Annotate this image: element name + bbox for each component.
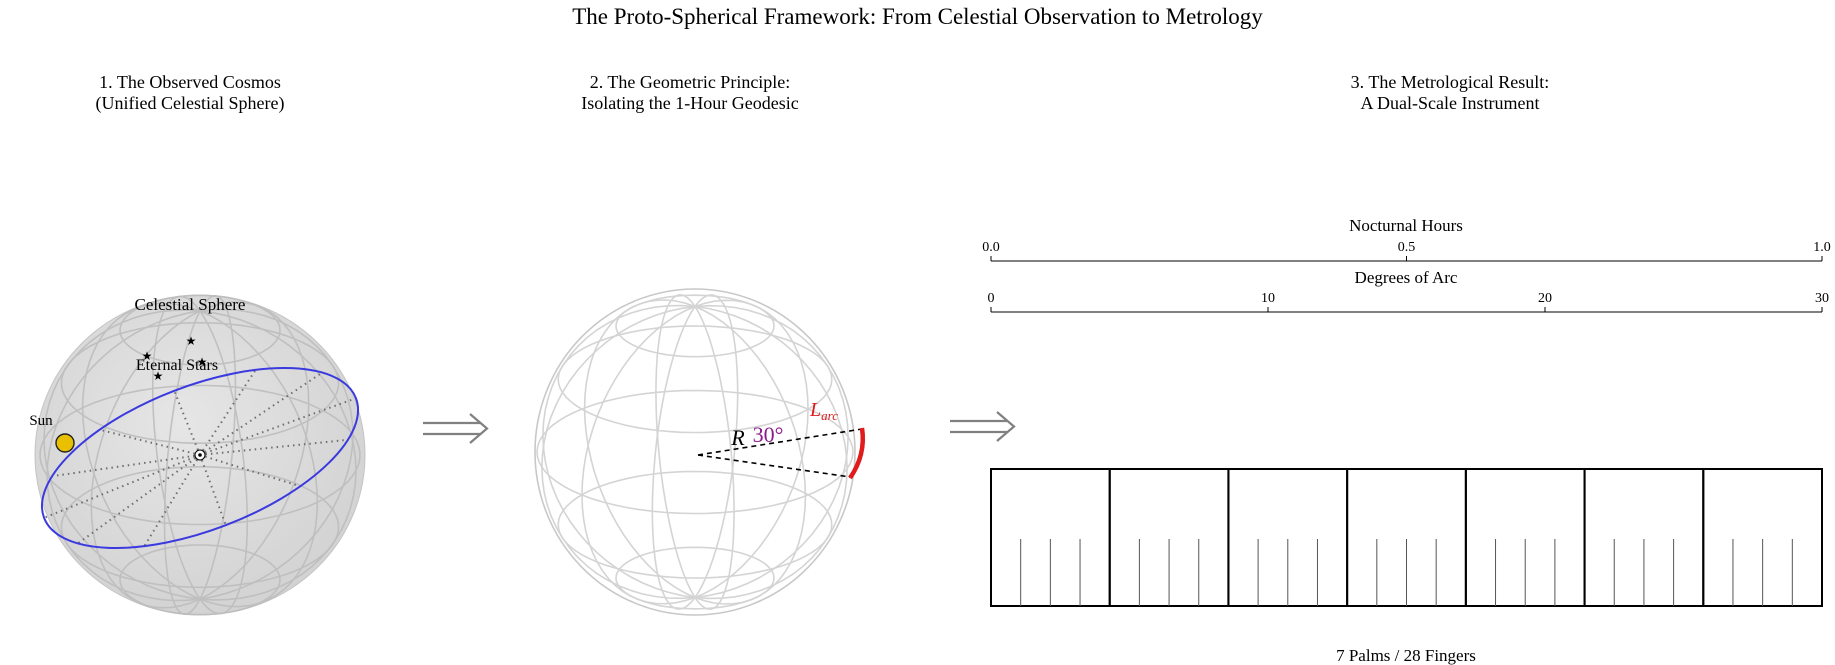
- hours-tick-label: 1.0: [1813, 240, 1831, 255]
- ruler-label: 7 Palms / 28 Fingers: [1336, 646, 1476, 665]
- celestial-sphere-grid: [39, 294, 361, 616]
- angle-label: 30°: [753, 422, 784, 447]
- degrees-of-arc-scale: Degrees of Arc 0 10 20 30: [988, 268, 1829, 313]
- arc-length-label-main: L: [809, 399, 821, 421]
- hours-tick-label: 0.5: [1398, 240, 1416, 255]
- degrees-tick-label: 20: [1538, 291, 1552, 306]
- panel-1-title: 1. The Observed Cosmos (Unified Celestia…: [40, 72, 340, 114]
- arc-length-label-sub: arc: [821, 408, 838, 423]
- arrow-2-icon: [950, 411, 1016, 442]
- degrees-tick-label: 10: [1261, 291, 1275, 306]
- degrees-of-arc-label: Degrees of Arc: [1355, 268, 1458, 287]
- longitude-line: [651, 294, 739, 610]
- panel-2-title-line-1: 2. The Geometric Principle:: [589, 72, 791, 92]
- panel-1-title-line-2: (Unified Celestial Sphere): [95, 93, 285, 113]
- longitude-line: [655, 294, 735, 610]
- star-3: ★: [197, 355, 208, 369]
- ecliptic-ray: [199, 369, 257, 456]
- arc-length-label: Larc: [809, 399, 838, 423]
- radius-line-lower: [697, 454, 851, 478]
- wireframe-sphere-outline: [534, 288, 856, 616]
- longitude-line: [541, 304, 849, 600]
- panel-2-title: 2. The Geometric Principle: Isolating th…: [540, 72, 840, 114]
- degrees-tick-label: 0: [988, 291, 995, 306]
- palm-finger-ruler: [990, 468, 1824, 607]
- degrees-tick-label: 30: [1815, 291, 1829, 306]
- ecliptic-ray: [199, 454, 227, 526]
- longitude-line: [163, 294, 237, 616]
- nocturnal-hours-scale: Nocturnal Hours 0.0 0.5 1.0: [982, 216, 1831, 262]
- ecliptic-ray: [199, 454, 301, 488]
- sun-marker: [55, 433, 75, 453]
- ecliptic-ring: [40, 367, 360, 549]
- longitude-line: [542, 304, 848, 600]
- geometric-sphere-diagram: R 30° Larc: [534, 288, 865, 616]
- panel-3-title-line-2: A Dual-Scale Instrument: [1360, 93, 1540, 113]
- ecliptic-ray: [99, 428, 201, 456]
- dual-scale-instrument: Nocturnal Hours 0.0 0.5 1.0 Degrees of Arc…: [982, 216, 1831, 665]
- hours-tick-label: 0.0: [982, 240, 1000, 255]
- ecliptic-ray: [43, 454, 201, 519]
- main-title: The Proto-Spherical Framework: From Cele…: [572, 4, 1263, 29]
- panel-3-title: 3. The Metrological Result: A Dual-Scale…: [1250, 72, 1650, 114]
- arrow-1-icon: [423, 413, 489, 444]
- longitude-line: [581, 299, 809, 605]
- eternal-stars-label: Eternal Stars: [136, 357, 218, 374]
- longitude-line: [583, 299, 807, 605]
- star-1: ★: [186, 334, 197, 348]
- celestial-sphere-diagram: ★ ★ ★ ★ Celestial Sphere Eternal Stars S…: [29, 294, 366, 616]
- radius-label: R: [730, 425, 745, 450]
- celestial-sphere-label: Celestial Sphere: [135, 295, 246, 314]
- panel-3-title-line-1: 3. The Metrological Result:: [1350, 72, 1550, 92]
- star-4: ★: [153, 369, 164, 383]
- ecliptic-ray: [199, 397, 357, 456]
- star-2: ★: [142, 349, 153, 363]
- panel-1-title-line-1: 1. The Observed Cosmos: [99, 72, 281, 92]
- nocturnal-hours-label: Nocturnal Hours: [1349, 216, 1463, 235]
- sun-label: Sun: [29, 413, 53, 429]
- geodesic-arc: [848, 427, 865, 480]
- wireframe-sphere-grid: [536, 294, 854, 610]
- ecliptic-ray: [143, 454, 201, 547]
- panel-2-title-line-2: Isolating the 1-Hour Geodesic: [581, 93, 799, 113]
- ecliptic-ray: [173, 390, 201, 456]
- ecliptic-rays: [43, 369, 357, 547]
- radius-line-upper: [697, 428, 863, 456]
- sphere-center-dot: [198, 453, 202, 457]
